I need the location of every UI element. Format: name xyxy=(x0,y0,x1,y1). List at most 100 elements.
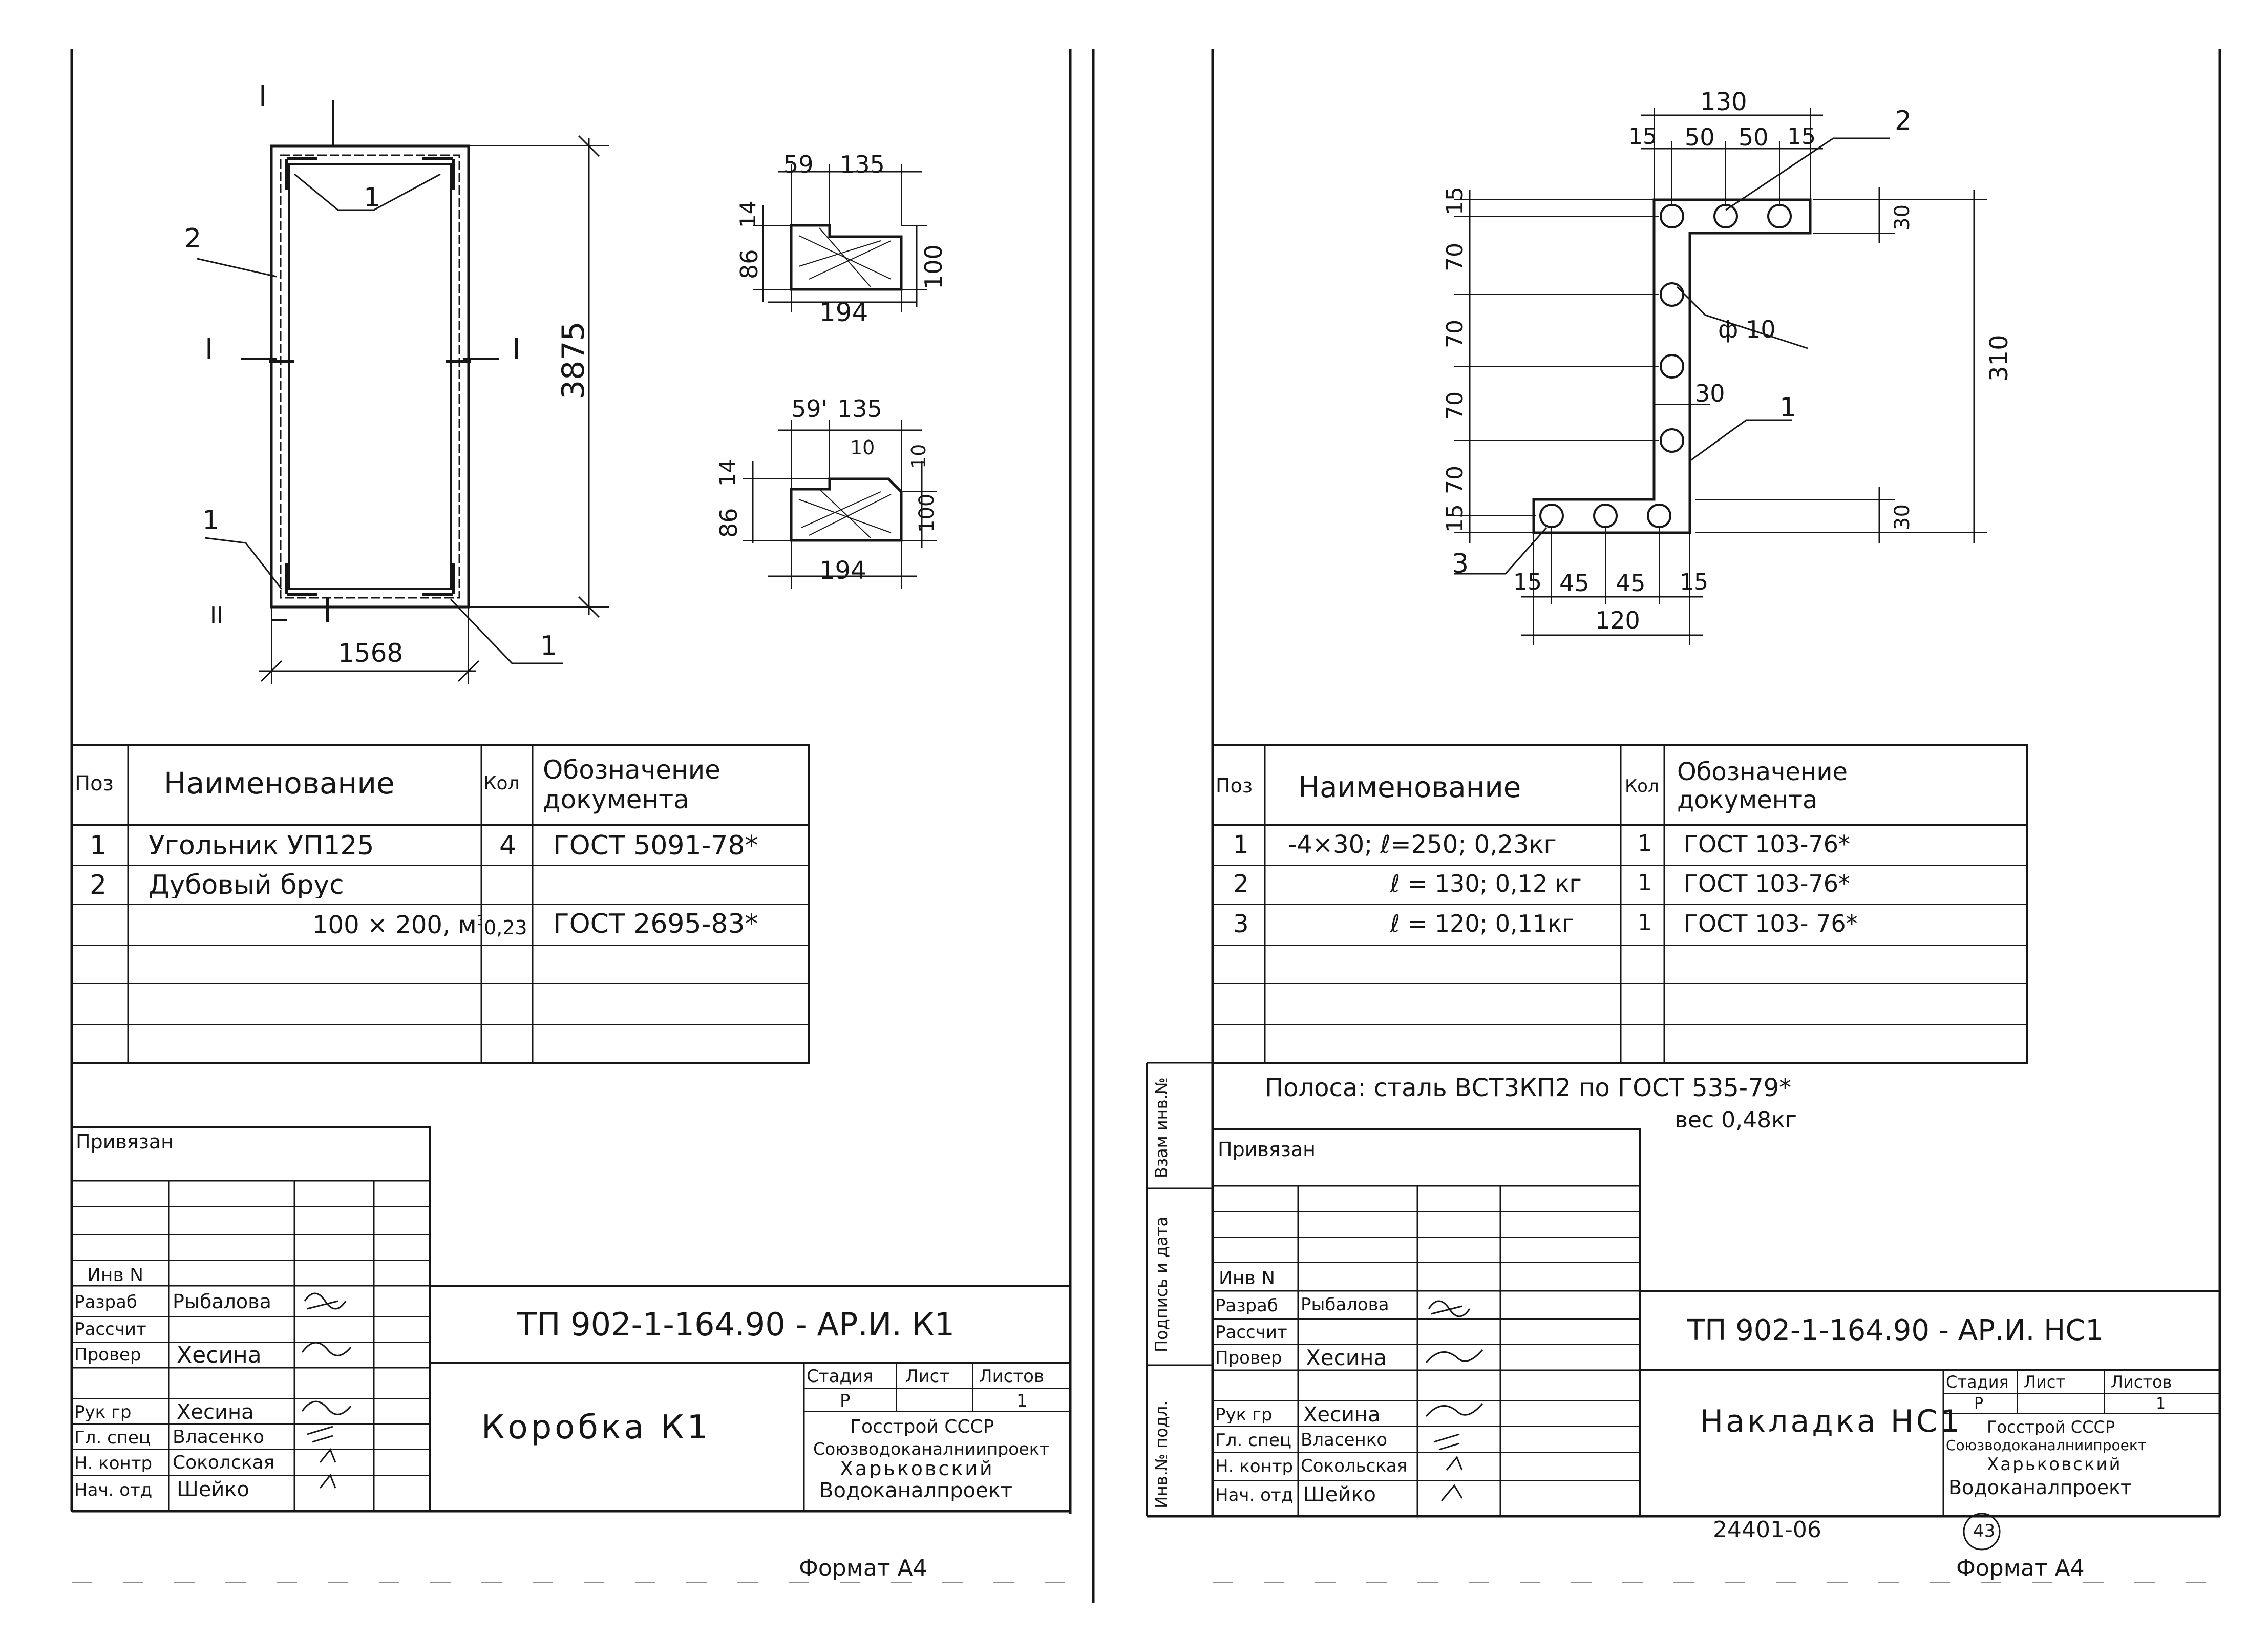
stamp-role: Рук гр xyxy=(1215,1406,1273,1423)
dim-top-194: 194 xyxy=(819,298,868,327)
stamp-name: Хесина xyxy=(1303,1405,1381,1425)
spec-right-header-name: Наименование xyxy=(1298,773,1521,802)
dim-overall-width: 1568 xyxy=(338,638,404,668)
dim-top-135: 135 xyxy=(840,151,885,178)
profile-sections xyxy=(743,164,937,589)
stamp-role: Провер xyxy=(74,1346,141,1364)
spec-table-right-grid xyxy=(1212,744,2028,1064)
stamp-role: Гл. спец xyxy=(1215,1432,1292,1449)
section-mark-bottom: II xyxy=(210,602,223,629)
stamp-left-inv: Инв N xyxy=(87,1265,144,1286)
stamp-left-stadia: Р xyxy=(840,1392,851,1410)
spec-left-header-doc: Обозначение документа xyxy=(543,756,720,814)
spec-left-header-qty: Кол xyxy=(483,774,520,793)
door-frame-outline xyxy=(270,144,470,609)
spec-cell-doc: ГОСТ 103-76* xyxy=(1684,872,1851,895)
spec-cell-pos: 2 xyxy=(1233,872,1249,896)
spec-right-header-doc: Обозначение документа xyxy=(1677,758,1848,815)
dim-bot-194: 194 xyxy=(819,556,866,585)
spec-cell-qty: 1 xyxy=(1638,832,1652,855)
stamp-name: Соколская xyxy=(173,1454,275,1472)
stamp-role: Н. контр xyxy=(1215,1458,1294,1475)
material-note-line-1: Полоса: сталь ВСТ3КП2 по ГОСТ 535-79* xyxy=(1265,1074,1792,1102)
stamp-role: Рассчит xyxy=(74,1321,146,1338)
stamp-name: Рыбалова xyxy=(1301,1296,1389,1313)
sheet-right-nakladka: 130 15 50 50 15 15 70 70 70 70 15 30 310… xyxy=(1092,0,2268,1633)
org-line: Госстрой СССР xyxy=(1987,1419,2115,1435)
stamp-role: Рассчит xyxy=(1215,1324,1287,1341)
org-line: Харьковский xyxy=(840,1459,994,1478)
spec-cell-qty: 1 xyxy=(1638,872,1652,894)
stamp-left-listov: 1 xyxy=(1016,1392,1028,1410)
material-note-line-2: вес 0,48кг xyxy=(1674,1107,1797,1133)
stamp-right-privyazan: Привязан xyxy=(1218,1138,1316,1161)
spec-cell-doc: ГОСТ 103-76* xyxy=(1684,832,1851,856)
spec-cell-doc: ГОСТ 5091-78* xyxy=(553,832,758,859)
hole-diameter: ф 10 xyxy=(1718,316,1776,343)
spec-cell-name: 100 × 200, м³ xyxy=(312,913,481,937)
stamp-left-stadia-label: Стадия xyxy=(807,1368,874,1385)
spec-cell-pos: 2 xyxy=(90,872,107,898)
callout-bottom-right: 1 xyxy=(540,631,558,661)
org-line: Водоканалпроект xyxy=(819,1480,1013,1501)
section-mark-right: I xyxy=(512,333,521,366)
stamp-left-doc-code: ТП 902-1-164.90 - АР.И. К1 xyxy=(517,1306,955,1343)
spec-cell-pos: 1 xyxy=(1233,832,1249,857)
stamp-role: Н. контр xyxy=(74,1455,153,1472)
dim-top-59: 59 xyxy=(783,151,814,178)
org-line: Союзводоканалниипроект xyxy=(1946,1438,2147,1453)
nakladka-drawing xyxy=(1454,108,1987,645)
spec-cell-name: Дубовый брус xyxy=(149,872,344,898)
spec-cell-qty: 4 xyxy=(499,832,517,859)
stamp-name: Шейко xyxy=(1303,1484,1376,1505)
callout-2: 2 xyxy=(1895,106,1912,136)
stamp-name: Сокольская xyxy=(1301,1457,1408,1475)
section-mark-left: I xyxy=(205,333,214,366)
sheet-number: 43 xyxy=(1973,1521,1996,1541)
spec-left-header-pos: Поз xyxy=(75,773,114,794)
spec-cell-pos: 1 xyxy=(90,832,107,859)
stamp-right-list-label: Лист xyxy=(2024,1374,2066,1390)
stamp-name: Власенко xyxy=(173,1428,265,1447)
dim-bot-59: 59' xyxy=(791,395,828,423)
right-sheet-frame xyxy=(1092,49,2221,1603)
callout-1: 1 xyxy=(1779,392,1797,423)
stamp-right-stadia-label: Стадия xyxy=(1946,1374,2009,1390)
dim-bot-135: 135 xyxy=(837,395,882,423)
profile-section-bottom xyxy=(743,420,937,589)
stamp-name: Хесина xyxy=(177,1402,254,1422)
stamp-name: Власенко xyxy=(1301,1431,1388,1449)
dim-top-15a: 15 xyxy=(1628,123,1657,150)
dim-top-50a: 50 xyxy=(1685,123,1715,151)
spec-table-left-grid xyxy=(71,744,810,1064)
dim-bot-45a: 45 xyxy=(1559,569,1589,597)
stamp-right-listov: 1 xyxy=(2156,1396,2166,1412)
org-line: Харьковский xyxy=(1987,1456,2122,1473)
spec-cell-doc: ГОСТ 2695-83* xyxy=(553,911,758,937)
stamp-left-title: Коробка К1 xyxy=(481,1409,711,1447)
spec-cell-qty: 1 xyxy=(1638,912,1652,934)
spec-right-header-qty: Кол xyxy=(1625,778,1659,795)
format-left: Формат А4 xyxy=(799,1555,927,1581)
stamp-right-title: Накладка НС1 xyxy=(1700,1404,1962,1439)
stamp-right-stadia: Р xyxy=(1974,1396,1984,1412)
callout-side: 2 xyxy=(184,223,202,254)
stamp-role: Гл. спец xyxy=(74,1429,151,1447)
spec-cell-name: -4×30; ℓ=250; 0,23кг xyxy=(1288,832,1557,857)
dim-bot-15a: 15 xyxy=(1513,569,1542,595)
spec-right-header-pos: Поз xyxy=(1216,776,1253,795)
stamp-left-listov-label: Листов xyxy=(979,1368,1045,1385)
stamp-name: Хесина xyxy=(177,1344,262,1367)
title-block-left-grid xyxy=(71,1126,1070,1512)
stamp-role: Разраб xyxy=(74,1293,137,1311)
org-line: Госстрой СССР xyxy=(850,1418,994,1436)
stamp-left-privyazan: Привязан xyxy=(76,1130,174,1153)
spec-cell-qty: 0,23 xyxy=(484,918,527,937)
stamp-right-listov-label: Листов xyxy=(2111,1374,2172,1390)
dim-bot-45b: 45 xyxy=(1616,569,1646,597)
org-line: Водоканалпроект xyxy=(1948,1478,2132,1497)
spec-cell-name: ℓ = 120; 0,11кг xyxy=(1390,912,1575,935)
stamp-name: Шейко xyxy=(177,1479,250,1500)
dim-bot-120: 120 xyxy=(1595,606,1640,634)
dim-bot-15b: 15 xyxy=(1680,569,1708,595)
